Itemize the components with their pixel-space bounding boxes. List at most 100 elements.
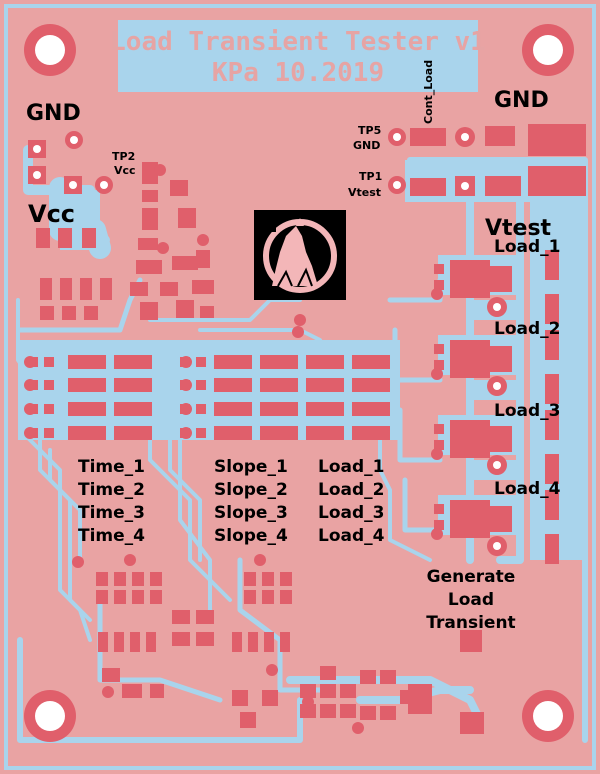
smd-pad bbox=[380, 706, 396, 720]
tp5-net: GND bbox=[353, 139, 380, 152]
tp1-name: TP1 bbox=[359, 170, 382, 183]
smd-pad bbox=[232, 690, 248, 706]
howling-wolf-moon-logo bbox=[254, 210, 346, 300]
smd-pad bbox=[132, 572, 144, 586]
smd-pad bbox=[232, 632, 242, 652]
smd-pad bbox=[114, 572, 126, 586]
via bbox=[180, 356, 192, 368]
smd-pad bbox=[130, 632, 140, 652]
via bbox=[24, 403, 36, 415]
switch-load-3-label: Load_3 bbox=[318, 503, 384, 523]
via bbox=[431, 288, 443, 300]
smd-pad bbox=[68, 426, 106, 440]
smd-pad bbox=[545, 490, 559, 520]
title-plate: Load Transient Tester v1 KPa 10.2019 bbox=[110, 20, 486, 92]
switch-load-4-label: Load_4 bbox=[318, 526, 385, 546]
smd-pad bbox=[340, 684, 356, 698]
smd-pad bbox=[68, 378, 106, 392]
smd-pad bbox=[434, 520, 444, 530]
smd-pad bbox=[214, 355, 252, 369]
slope-3-label: Slope_3 bbox=[214, 503, 288, 523]
smd-pad bbox=[36, 228, 50, 248]
slope-4-label: Slope_4 bbox=[214, 526, 288, 546]
smd-pad bbox=[360, 670, 376, 684]
smd-pad bbox=[262, 690, 278, 706]
smd-pad bbox=[410, 128, 446, 146]
smd-pad bbox=[176, 300, 194, 318]
tp2-pin bbox=[95, 176, 113, 194]
via bbox=[24, 356, 36, 368]
tp5-pin bbox=[388, 128, 406, 146]
slope-1-label: Slope_1 bbox=[214, 457, 288, 477]
smd-pad bbox=[84, 306, 98, 320]
smd-pad bbox=[545, 250, 559, 280]
vtest-right-label: Vtest bbox=[485, 216, 552, 241]
smd-pad bbox=[142, 162, 158, 184]
smd-pad bbox=[485, 176, 521, 196]
smd-pad bbox=[240, 712, 256, 728]
smd-pad bbox=[306, 378, 344, 392]
smd-pad bbox=[150, 572, 162, 586]
smd-pad bbox=[320, 684, 336, 698]
smd-pad bbox=[68, 355, 106, 369]
smd-pad bbox=[60, 278, 72, 300]
load-4-label: Load_4 bbox=[494, 479, 561, 499]
smd-pad bbox=[196, 632, 214, 646]
smd-pad bbox=[490, 426, 512, 452]
via bbox=[431, 528, 443, 540]
vcc-left-label: Vcc bbox=[28, 200, 75, 228]
smd-pad bbox=[244, 590, 256, 604]
vcc-left-pin bbox=[28, 166, 46, 184]
smd-pad bbox=[98, 632, 108, 652]
smd-pad bbox=[44, 404, 54, 414]
via bbox=[124, 554, 136, 566]
tp2-name: TP2 bbox=[112, 150, 135, 163]
smd-pad bbox=[340, 704, 356, 718]
smd-pad bbox=[260, 355, 298, 369]
via bbox=[292, 326, 304, 338]
silkscreen: GND Vcc GND Vtest TP2 Vcc TP5 GND TP1 Vt… bbox=[26, 60, 561, 633]
smd-pad bbox=[44, 357, 54, 367]
smd-pad bbox=[196, 404, 206, 414]
smd-pad bbox=[545, 374, 559, 404]
vcc-left-pin-2 bbox=[64, 176, 82, 194]
via bbox=[72, 556, 84, 568]
load-3-label: Load_3 bbox=[494, 401, 560, 421]
smd-pad bbox=[434, 504, 444, 514]
smd-pad bbox=[280, 632, 290, 652]
smd-pad bbox=[138, 238, 158, 250]
smd-pad bbox=[172, 610, 190, 624]
smd-pad bbox=[434, 424, 444, 434]
smd-pad bbox=[122, 684, 142, 698]
smd-pad bbox=[172, 632, 190, 646]
smd-pad bbox=[545, 330, 559, 360]
smd-pad bbox=[114, 590, 126, 604]
smd-pad bbox=[320, 666, 336, 680]
smd-pad bbox=[300, 684, 316, 698]
title-line-2: KPa 10.2019 bbox=[212, 58, 384, 88]
smd-pad bbox=[260, 378, 298, 392]
smd-pad bbox=[172, 256, 198, 270]
smd-pad bbox=[360, 706, 376, 720]
smd-pad bbox=[150, 590, 162, 604]
via bbox=[197, 234, 209, 246]
gnd-right-pin bbox=[455, 127, 475, 147]
smd-pad bbox=[280, 590, 292, 604]
via bbox=[157, 242, 169, 254]
smd-pad bbox=[320, 704, 336, 718]
mounting-hole-icon bbox=[24, 24, 76, 76]
load1-pin bbox=[487, 297, 507, 317]
smd-pad bbox=[545, 410, 559, 440]
smd-pad bbox=[130, 282, 148, 296]
via bbox=[254, 554, 266, 566]
smd-pad bbox=[114, 426, 152, 440]
smd-pad bbox=[132, 590, 144, 604]
load-2-label: Load_2 bbox=[494, 319, 560, 339]
smd-pad bbox=[528, 124, 586, 156]
smd-pads bbox=[24, 124, 586, 734]
smd-pad bbox=[490, 266, 512, 292]
gnd-left-pin bbox=[65, 131, 83, 149]
generate-line-1: Generate bbox=[427, 567, 516, 587]
title-line-1: Load Transient Tester v1 bbox=[110, 27, 486, 57]
smd-pad bbox=[450, 260, 490, 298]
